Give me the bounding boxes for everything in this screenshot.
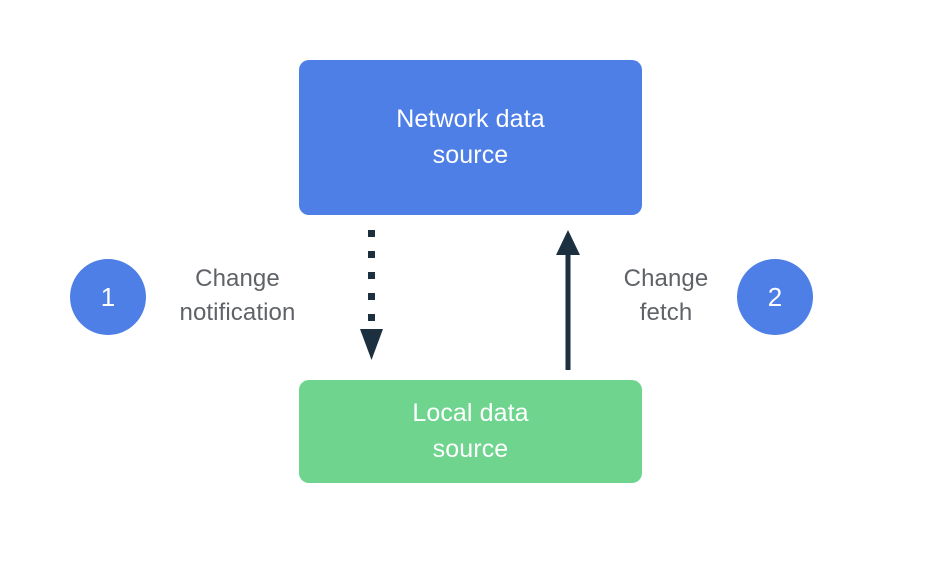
edge-label-change-notification: Change notification [179,265,296,327]
arrow-change-fetch-up-icon [556,230,580,370]
node-network-data-source[interactable]: Network data source [299,60,642,215]
arrow-change-notification-down-icon [360,230,383,360]
edge-label-change-fetch: Change fetch [623,265,709,327]
step-badge-1: 1 [70,259,146,335]
node-local-data-source[interactable]: Local data source [299,380,642,483]
step-badge-2-number: 2 [767,282,783,312]
node-network-data-source-label: Network data source [396,105,545,169]
node-local-data-source-label: Local data source [412,399,529,463]
step-badge-2: 2 [737,259,813,335]
step-badge-1-number: 1 [100,282,116,312]
